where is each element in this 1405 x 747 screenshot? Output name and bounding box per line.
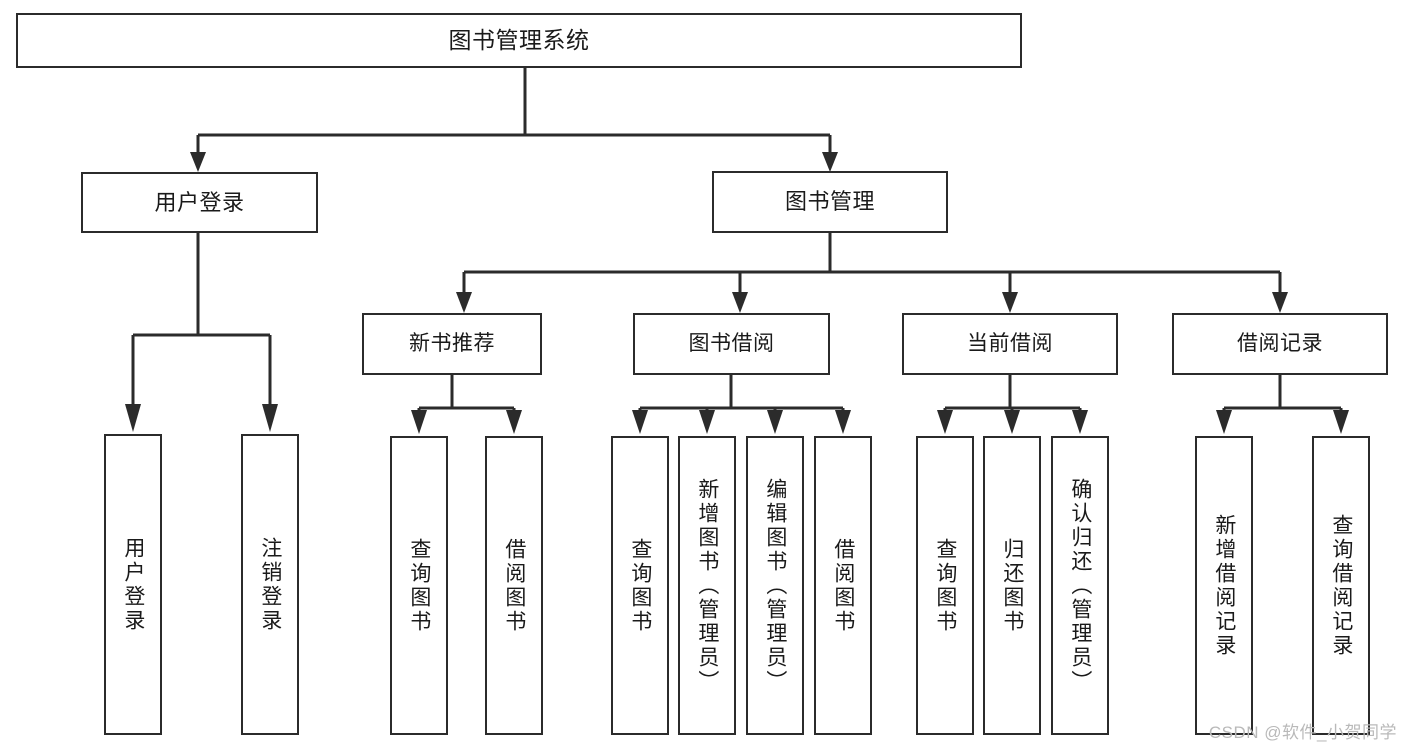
- leaf-label: 查询图书: [407, 537, 431, 634]
- node-current-borrow[interactable]: 当前借阅: [902, 313, 1118, 375]
- leaf-label: 新增图书（管理员）: [695, 477, 719, 694]
- node-root-book-management-system[interactable]: 图书管理系统: [16, 13, 1022, 68]
- node-label: 图书借阅: [688, 331, 775, 355]
- leaf-label: 借阅图书: [502, 537, 526, 634]
- arrowheads: [125, 152, 1349, 434]
- leaf-user-logout[interactable]: 注销登录: [241, 434, 299, 735]
- node-new-book-recommend[interactable]: 新书推荐: [362, 313, 542, 375]
- leaf-borrow-book-recommend[interactable]: 借阅图书: [485, 436, 543, 735]
- leaf-query-book-current[interactable]: 查询图书: [916, 436, 974, 735]
- leaf-edit-book-admin[interactable]: 编辑图书（管理员）: [746, 436, 804, 735]
- node-label: 图书管理系统: [448, 27, 590, 54]
- leaf-add-book-admin[interactable]: 新增图书（管理员）: [678, 436, 736, 735]
- leaf-label: 新增借阅记录: [1212, 513, 1236, 658]
- leaf-label: 确认归还（管理员）: [1068, 477, 1092, 694]
- leaf-return-book[interactable]: 归还图书: [983, 436, 1041, 735]
- leaf-label: 借阅图书: [831, 537, 855, 634]
- leaf-label: 查询图书: [933, 537, 957, 634]
- leaf-confirm-return-admin[interactable]: 确认归还（管理员）: [1051, 436, 1109, 735]
- leaf-label: 用户登录: [121, 536, 145, 633]
- leaf-label: 注销登录: [258, 536, 282, 633]
- node-borrow-record[interactable]: 借阅记录: [1172, 313, 1388, 375]
- leaf-label: 查询图书: [628, 537, 652, 634]
- node-user-login[interactable]: 用户登录: [81, 172, 318, 233]
- leaf-query-book-recommend[interactable]: 查询图书: [390, 436, 448, 735]
- leaf-user-login[interactable]: 用户登录: [104, 434, 162, 735]
- node-book-borrow[interactable]: 图书借阅: [633, 313, 830, 375]
- leaf-label: 编辑图书（管理员）: [763, 477, 787, 694]
- leaf-add-borrow-record[interactable]: 新增借阅记录: [1195, 436, 1253, 735]
- node-label: 当前借阅: [967, 331, 1053, 355]
- node-label: 用户登录: [154, 189, 245, 215]
- leaf-query-book-borrow[interactable]: 查询图书: [611, 436, 669, 735]
- leaf-label: 查询借阅记录: [1329, 513, 1353, 658]
- node-label: 借阅记录: [1237, 331, 1323, 355]
- leaf-query-borrow-record[interactable]: 查询借阅记录: [1312, 436, 1370, 735]
- leaf-label: 归还图书: [1000, 537, 1024, 634]
- node-label: 新书推荐: [409, 331, 495, 355]
- node-label: 图书管理: [784, 189, 875, 215]
- node-book-management[interactable]: 图书管理: [712, 171, 948, 233]
- csdn-watermark: CSDN @软件_小贺同学: [1208, 723, 1397, 742]
- leaf-borrow-book-borrow[interactable]: 借阅图书: [814, 436, 872, 735]
